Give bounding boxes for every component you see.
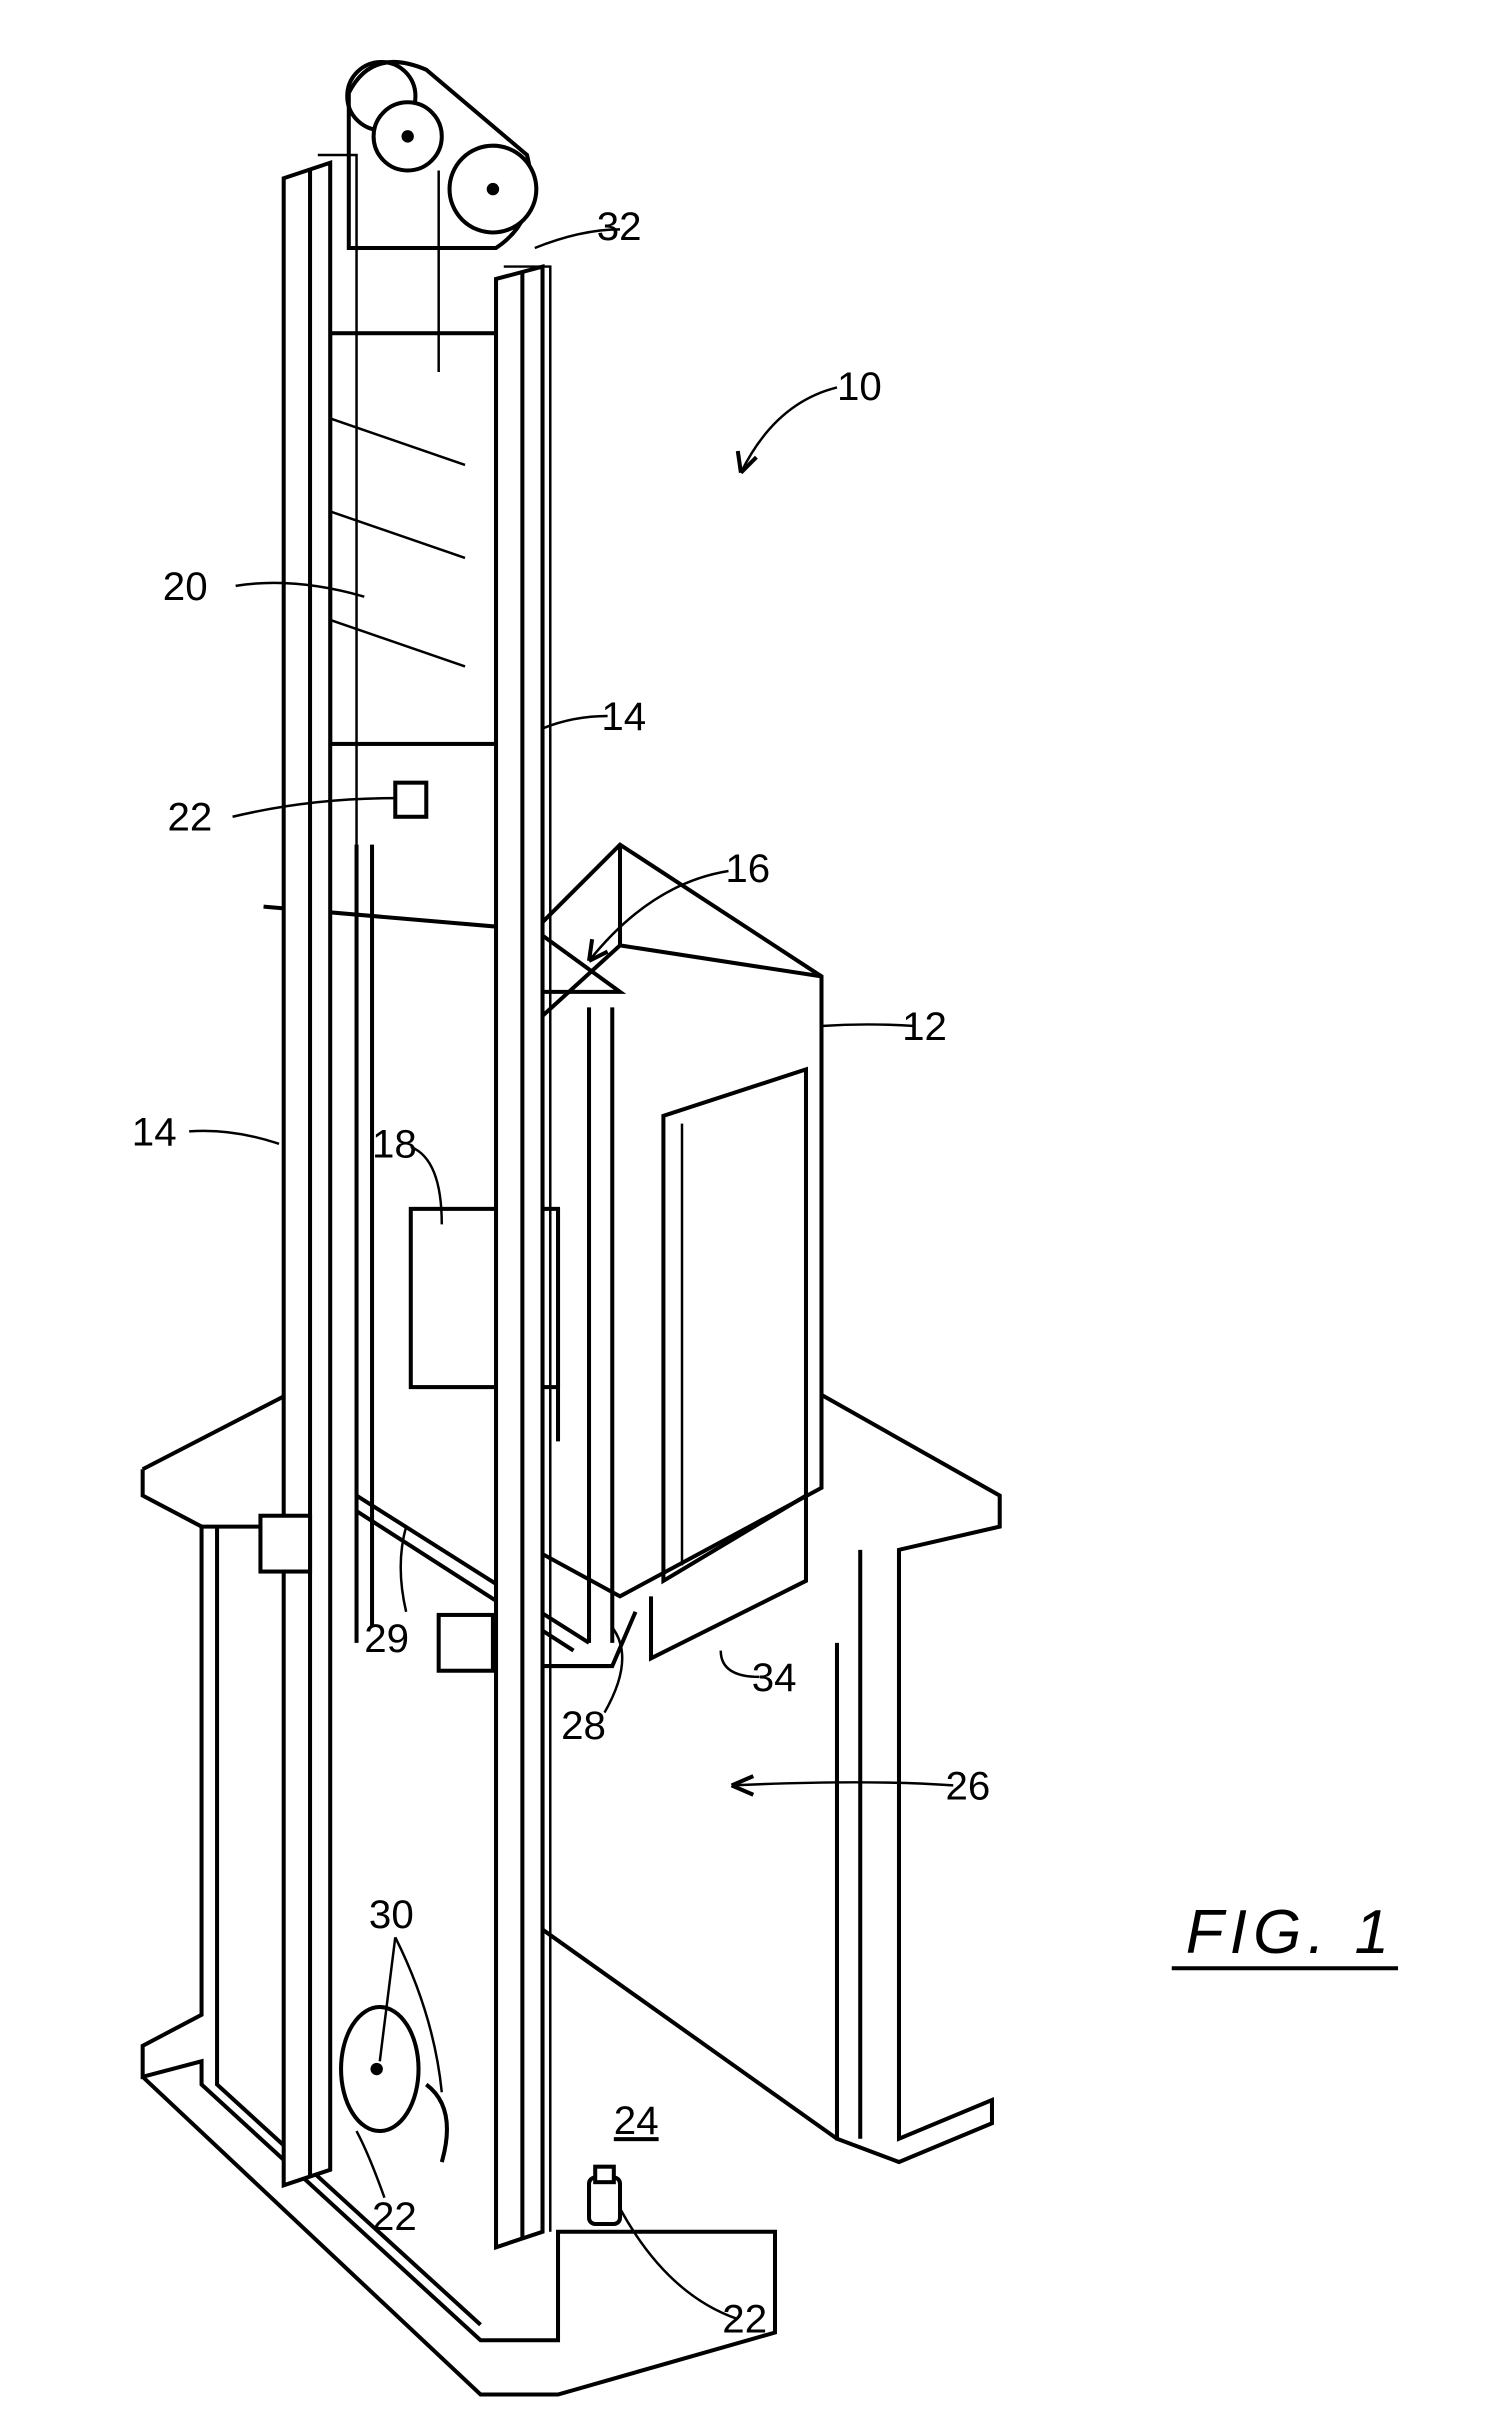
label-20: 20 — [163, 564, 208, 609]
figure-caption: FIG. 1 — [1186, 1898, 1395, 1967]
label-28: 28 — [561, 1703, 606, 1748]
label-12: 12 — [902, 1004, 947, 1049]
counterweight — [330, 333, 496, 744]
label-22-top: 22 — [167, 795, 212, 840]
label-29: 29 — [364, 1616, 409, 1661]
elevator-car — [535, 845, 822, 1659]
label-10: 10 — [837, 364, 882, 409]
label-22-bottom-right: 22 — [722, 2297, 767, 2342]
label-24: 24 — [614, 2098, 659, 2143]
label-18: 18 — [372, 1122, 417, 1167]
label-16: 16 — [725, 846, 770, 891]
label-14-right: 14 — [601, 694, 646, 739]
car-buffer — [589, 2167, 620, 2224]
label-14-left: 14 — [132, 1109, 177, 1154]
label-32: 32 — [597, 204, 642, 249]
label-22-bottom-left: 22 — [372, 2194, 417, 2239]
label-30: 30 — [369, 1892, 414, 1937]
label-34: 34 — [752, 1655, 797, 1700]
label-26: 26 — [945, 1763, 990, 1808]
counterweight-buffer — [395, 783, 426, 817]
